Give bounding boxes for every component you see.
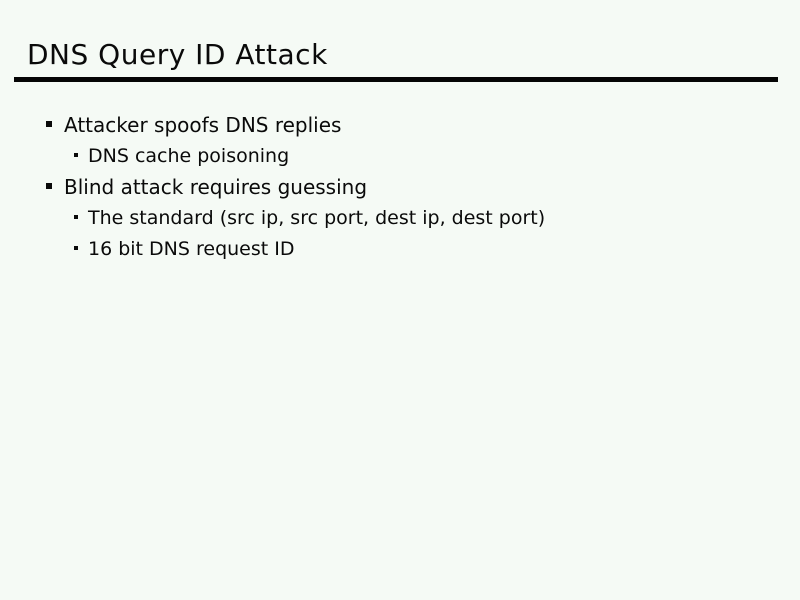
bullet-text: Attacker spoofs DNS replies xyxy=(64,113,342,137)
bullet-text: Blind attack requires guessing xyxy=(64,175,368,199)
bullet-text: 16 bit DNS request ID xyxy=(88,238,295,260)
bullet-item: Attacker spoofs DNS replies xyxy=(46,110,800,141)
bullet-square-icon xyxy=(46,183,52,189)
bullet-text: DNS cache poisoning xyxy=(88,145,290,167)
title-underline xyxy=(14,77,778,82)
bullet-item: 16 bit DNS request ID xyxy=(74,234,800,265)
bullet-item: DNS cache poisoning xyxy=(74,141,800,172)
bullet-item: Blind attack requires guessing xyxy=(46,172,800,203)
bullet-square-icon xyxy=(74,246,78,250)
bullet-square-icon xyxy=(74,215,78,219)
bullet-square-icon xyxy=(46,121,52,127)
bullet-text: The standard (src ip, src port, dest ip,… xyxy=(88,207,546,229)
bullet-item: The standard (src ip, src port, dest ip,… xyxy=(74,203,800,234)
page-title: DNS Query ID Attack xyxy=(27,38,328,71)
bullet-square-icon xyxy=(74,153,78,157)
